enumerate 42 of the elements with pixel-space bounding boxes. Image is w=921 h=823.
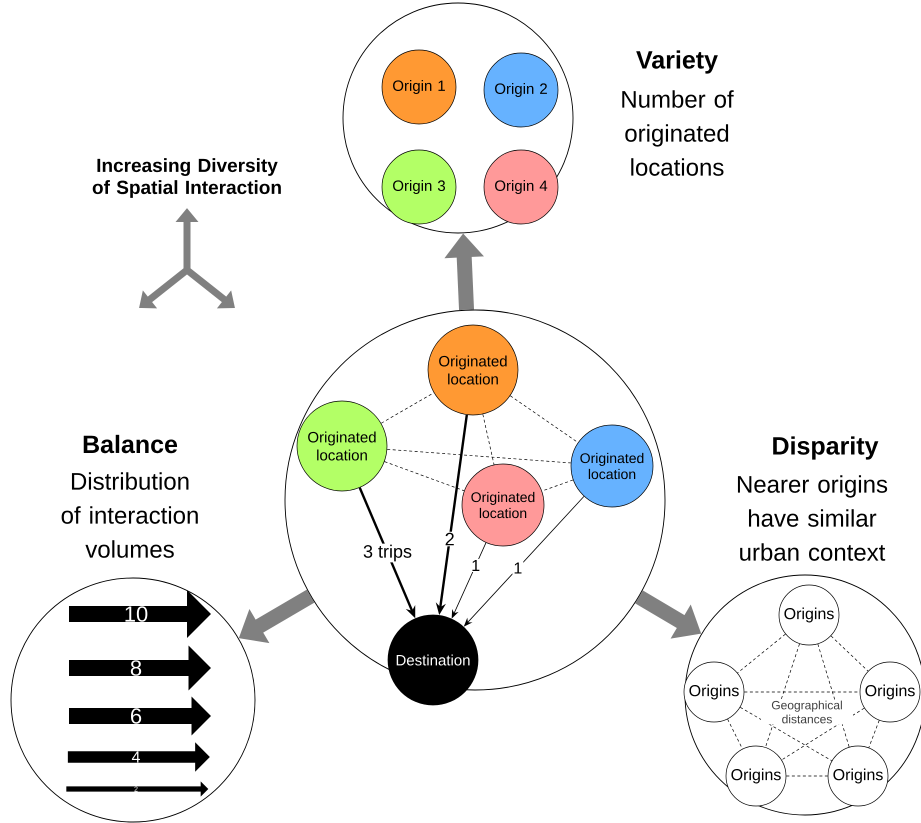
annotation-text: Increasing Diversity of Spatial Interaction xyxy=(92,158,281,198)
edge-label: 1 xyxy=(512,562,524,575)
edge-label: 2 xyxy=(444,532,456,546)
dashed-line xyxy=(868,720,880,748)
circle-node: Origins xyxy=(828,746,888,806)
dashed-line xyxy=(542,480,574,492)
circle-node: Origins xyxy=(778,584,840,646)
dashed-line xyxy=(380,392,434,424)
dashed-line xyxy=(727,718,743,750)
circle-node: Originated location xyxy=(462,464,544,546)
dashed-line xyxy=(482,414,494,465)
circle-node: Origin 2 xyxy=(484,52,558,128)
description: Distribution of interaction volumes xyxy=(62,472,198,558)
volume-bar: 8 xyxy=(69,646,211,690)
description: Number of originated locations xyxy=(622,90,734,176)
volume-bar: 10 xyxy=(69,590,211,638)
circle-node: Originated location xyxy=(570,424,654,508)
dashed-line xyxy=(740,706,832,762)
circle-node: Originated location xyxy=(296,400,388,492)
circle-node: Origins xyxy=(684,662,744,722)
circle-node: Origins xyxy=(860,662,920,722)
dashed-line xyxy=(384,461,465,492)
circle-node: Origins xyxy=(726,746,786,806)
circle-node: Destination xyxy=(388,614,478,706)
caption-label: Geographical distances xyxy=(761,700,853,724)
volume-bar: 4 xyxy=(68,742,210,772)
edge-label: 3 trips xyxy=(362,544,413,562)
volume-bar: 6 xyxy=(69,696,211,736)
dashed-line xyxy=(781,708,865,760)
circle-node: Origin 3 xyxy=(382,150,456,224)
circle-node: Origin 4 xyxy=(484,150,558,224)
heading: Disparity xyxy=(773,436,878,460)
dashed-line xyxy=(510,395,578,443)
circle-node: Originated location xyxy=(428,324,518,416)
dashed-line xyxy=(737,634,786,674)
dashed-line xyxy=(386,449,572,464)
edge-label: 1 xyxy=(470,558,482,572)
dashed-line xyxy=(830,636,868,672)
heading: Balance xyxy=(84,434,178,454)
heading: Variety xyxy=(636,50,718,74)
description: Nearer origins have similar urban context xyxy=(738,475,888,561)
circle-node: Origin 1 xyxy=(382,50,456,124)
